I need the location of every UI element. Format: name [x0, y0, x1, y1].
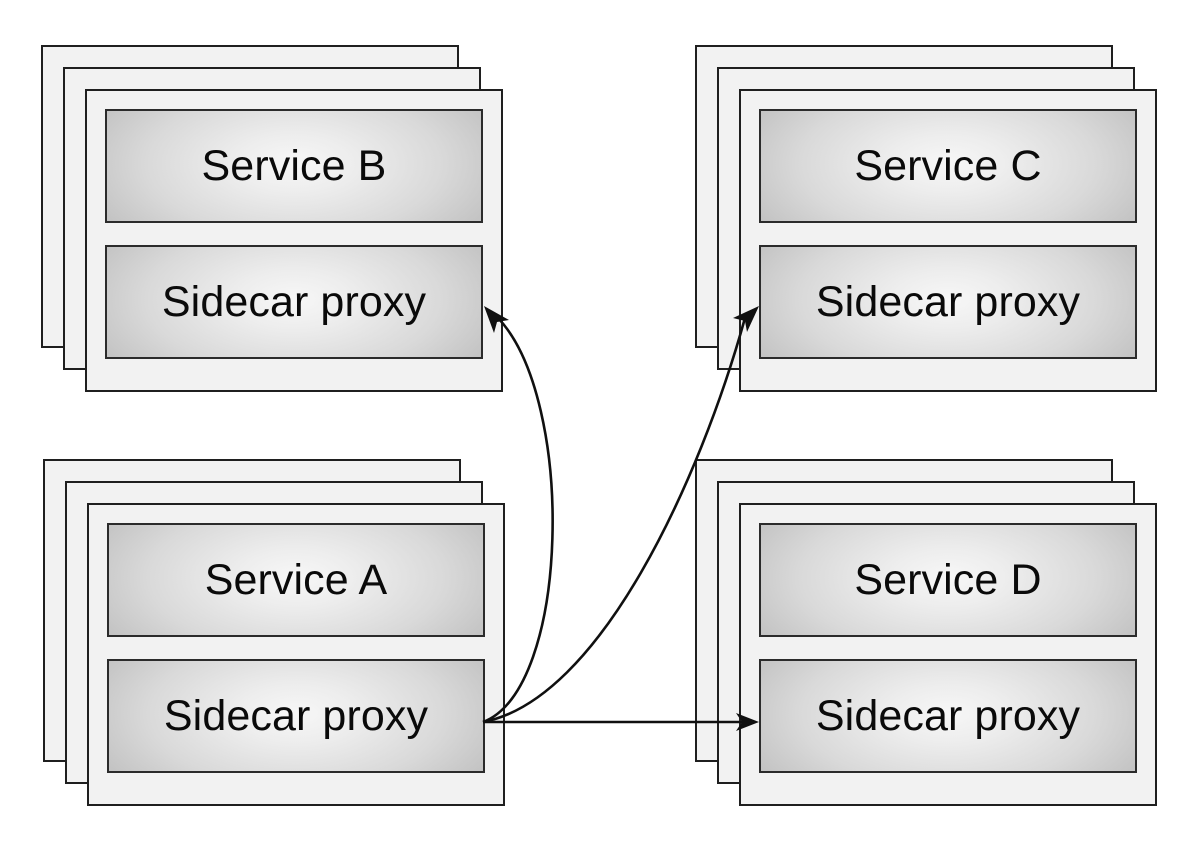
sidecar-proxy-box-service-b[interactable]: Sidecar proxy [105, 245, 483, 359]
service-box-service-d[interactable]: Service D [759, 523, 1137, 637]
sidecar-proxy-label: Sidecar proxy [161, 277, 427, 326]
card-stack-layer-front: Service B Sidecar proxy [85, 89, 503, 392]
service-node-service-c[interactable]: Service C Sidecar proxy [695, 45, 1157, 392]
card-stack-layer-front: Service D Sidecar proxy [739, 503, 1157, 806]
sidecar-proxy-label: Sidecar proxy [815, 277, 1081, 326]
service-node-service-d[interactable]: Service D Sidecar proxy [695, 459, 1157, 806]
sidecar-proxy-box-service-a[interactable]: Sidecar proxy [107, 659, 485, 773]
service-label: Service B [201, 141, 387, 190]
service-box-service-c[interactable]: Service C [759, 109, 1137, 223]
card-stack-layer-front: Service A Sidecar proxy [87, 503, 505, 806]
sidecar-proxy-label: Sidecar proxy [163, 691, 429, 740]
sidecar-proxy-box-service-c[interactable]: Sidecar proxy [759, 245, 1137, 359]
service-label: Service C [854, 141, 1042, 190]
service-box-service-a[interactable]: Service A [107, 523, 485, 637]
service-box-service-b[interactable]: Service B [105, 109, 483, 223]
sidecar-proxy-box-service-d[interactable]: Sidecar proxy [759, 659, 1137, 773]
sidecar-proxy-label: Sidecar proxy [815, 691, 1081, 740]
card-stack-layer-front: Service C Sidecar proxy [739, 89, 1157, 392]
service-label: Service A [204, 555, 388, 604]
service-node-service-a[interactable]: Service A Sidecar proxy [43, 459, 505, 806]
service-label: Service D [854, 555, 1042, 604]
service-node-service-b[interactable]: Service B Sidecar proxy [41, 45, 503, 392]
